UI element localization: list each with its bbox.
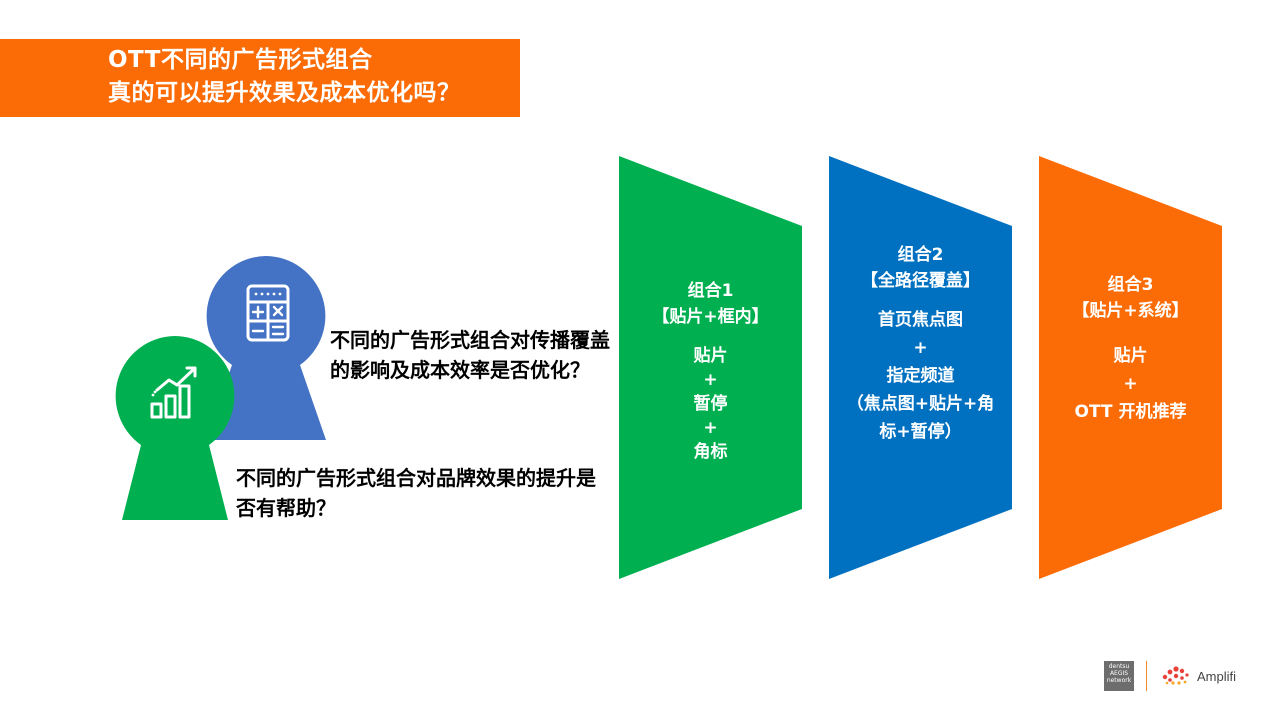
dentsu-logo-line: AEGIS bbox=[1109, 670, 1129, 677]
panel-2-item: 标+暂停） bbox=[879, 422, 962, 442]
panel-1-item: 角标 bbox=[693, 442, 728, 462]
panel-3-item: 贴片 bbox=[1113, 346, 1148, 366]
panel-3-item: + bbox=[1123, 374, 1138, 394]
panel-3-item: OTT 开机推荐 bbox=[1074, 402, 1187, 422]
panel-1-subtitle: 【贴片+框内】 bbox=[652, 307, 769, 327]
panel-2-title: 组合2 bbox=[897, 245, 944, 265]
question-brand-effect: 不同的广告形式组合对品牌效果的提升是否有帮助？ bbox=[236, 466, 596, 520]
panel-2-item: （焦点图+贴片+角 bbox=[846, 394, 995, 414]
growth-chart-icon bbox=[115, 336, 235, 520]
question-coverage-cost: 不同的广告形式组合对传播覆盖的影响及成本效率是否优化？ bbox=[330, 328, 610, 382]
panel-1-item: 贴片 bbox=[693, 346, 728, 366]
calculator-icon bbox=[206, 256, 326, 440]
panel-1-item: 暂停 bbox=[693, 394, 728, 414]
panel-2-item: 指定频道 bbox=[886, 366, 955, 386]
panel-2-background bbox=[829, 156, 1012, 579]
page-title: OTT不同的广告形式组合 真的可以提升效果及成本优化吗？ bbox=[108, 44, 461, 110]
combo-panel-3: 组合3 【贴片+系统】 贴片 + OTT 开机推荐 bbox=[1039, 156, 1222, 579]
logo-divider bbox=[1146, 661, 1147, 691]
panel-2-subtitle: 【全路径覆盖】 bbox=[861, 271, 980, 291]
panel-1-item: + bbox=[703, 418, 718, 438]
amplifi-dots-icon bbox=[1162, 666, 1189, 685]
title-line-2: 真的可以提升效果及成本优化吗？ bbox=[108, 80, 461, 106]
panel-3-subtitle: 【贴片+系统】 bbox=[1072, 301, 1189, 321]
panel-2-item: 首页焦点图 bbox=[878, 310, 963, 330]
dentsu-aegis-logo: dentsu AEGIS network bbox=[1104, 661, 1134, 691]
panel-3-title: 组合3 bbox=[1107, 275, 1154, 295]
panel-1-title: 组合1 bbox=[687, 281, 734, 301]
title-line-1: OTT不同的广告形式组合 bbox=[108, 47, 373, 73]
title-banner bbox=[0, 39, 520, 117]
dentsu-logo-line: dentsu bbox=[1108, 663, 1130, 670]
panel-1-item: + bbox=[703, 370, 718, 390]
combo-panel-2: 组合2 【全路径覆盖】 首页焦点图 + 指定频道 （焦点图+贴片+角 标+暂停） bbox=[829, 156, 1012, 579]
combo-panel-1: 组合1 【贴片+框内】 贴片 + 暂停 + 角标 bbox=[619, 156, 802, 579]
panel-2-item: + bbox=[913, 338, 928, 358]
panel-1-background bbox=[619, 156, 802, 579]
footer-logos: dentsu AEGIS network Amplifi bbox=[1104, 660, 1236, 692]
amplifi-logo-text: Amplifi bbox=[1197, 668, 1237, 684]
dentsu-logo-line: network bbox=[1106, 677, 1132, 684]
panel-3-background bbox=[1039, 156, 1222, 579]
